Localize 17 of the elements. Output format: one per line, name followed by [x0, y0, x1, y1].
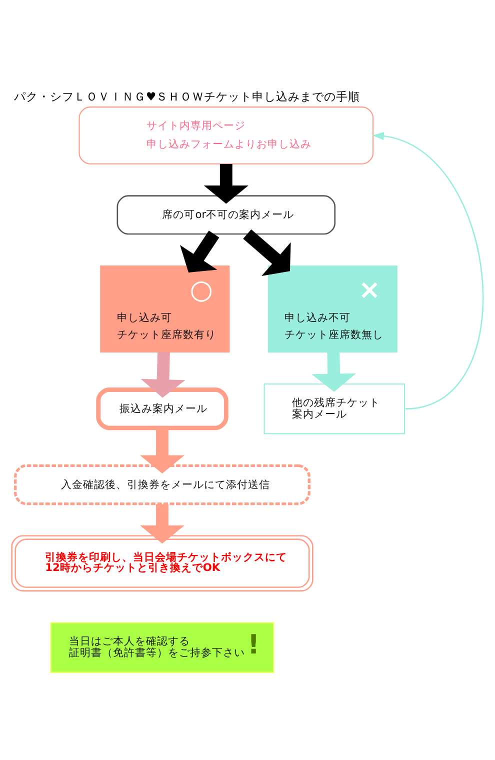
node-box: ○ 申し込み可 チケット座席数有り — [100, 266, 230, 352]
arrow — [140, 352, 186, 398]
node-box: 振込み案内メール — [96, 388, 228, 430]
arrow — [372, 132, 484, 410]
node-box: 引換券を印刷し、当日会場チケットボックスにて12時からチケットと引き換えでOK — [11, 535, 314, 592]
node-box: 席の可or不可の案内メール — [116, 195, 336, 235]
arrow — [180, 230, 220, 273]
diagram-title: パク・シフＬＯＶＩＮＧ♥ＳＨＯＷチケット申し込みまでの手順 — [14, 89, 360, 104]
arrow — [204, 164, 248, 204]
arrow — [311, 352, 356, 392]
node-box: 入金確認後、引換券をメールにて添付送信 — [14, 464, 310, 506]
arrow — [243, 229, 291, 276]
node-box: × 申し込み不可 チケット座席数無し — [268, 266, 398, 352]
arrow — [140, 428, 185, 474]
node-box: サイト内専用ページ 申し込みフォームよりお申し込み — [78, 106, 374, 164]
arrow — [140, 504, 185, 544]
node-box: 他の残席チケット案内メール — [264, 383, 406, 434]
